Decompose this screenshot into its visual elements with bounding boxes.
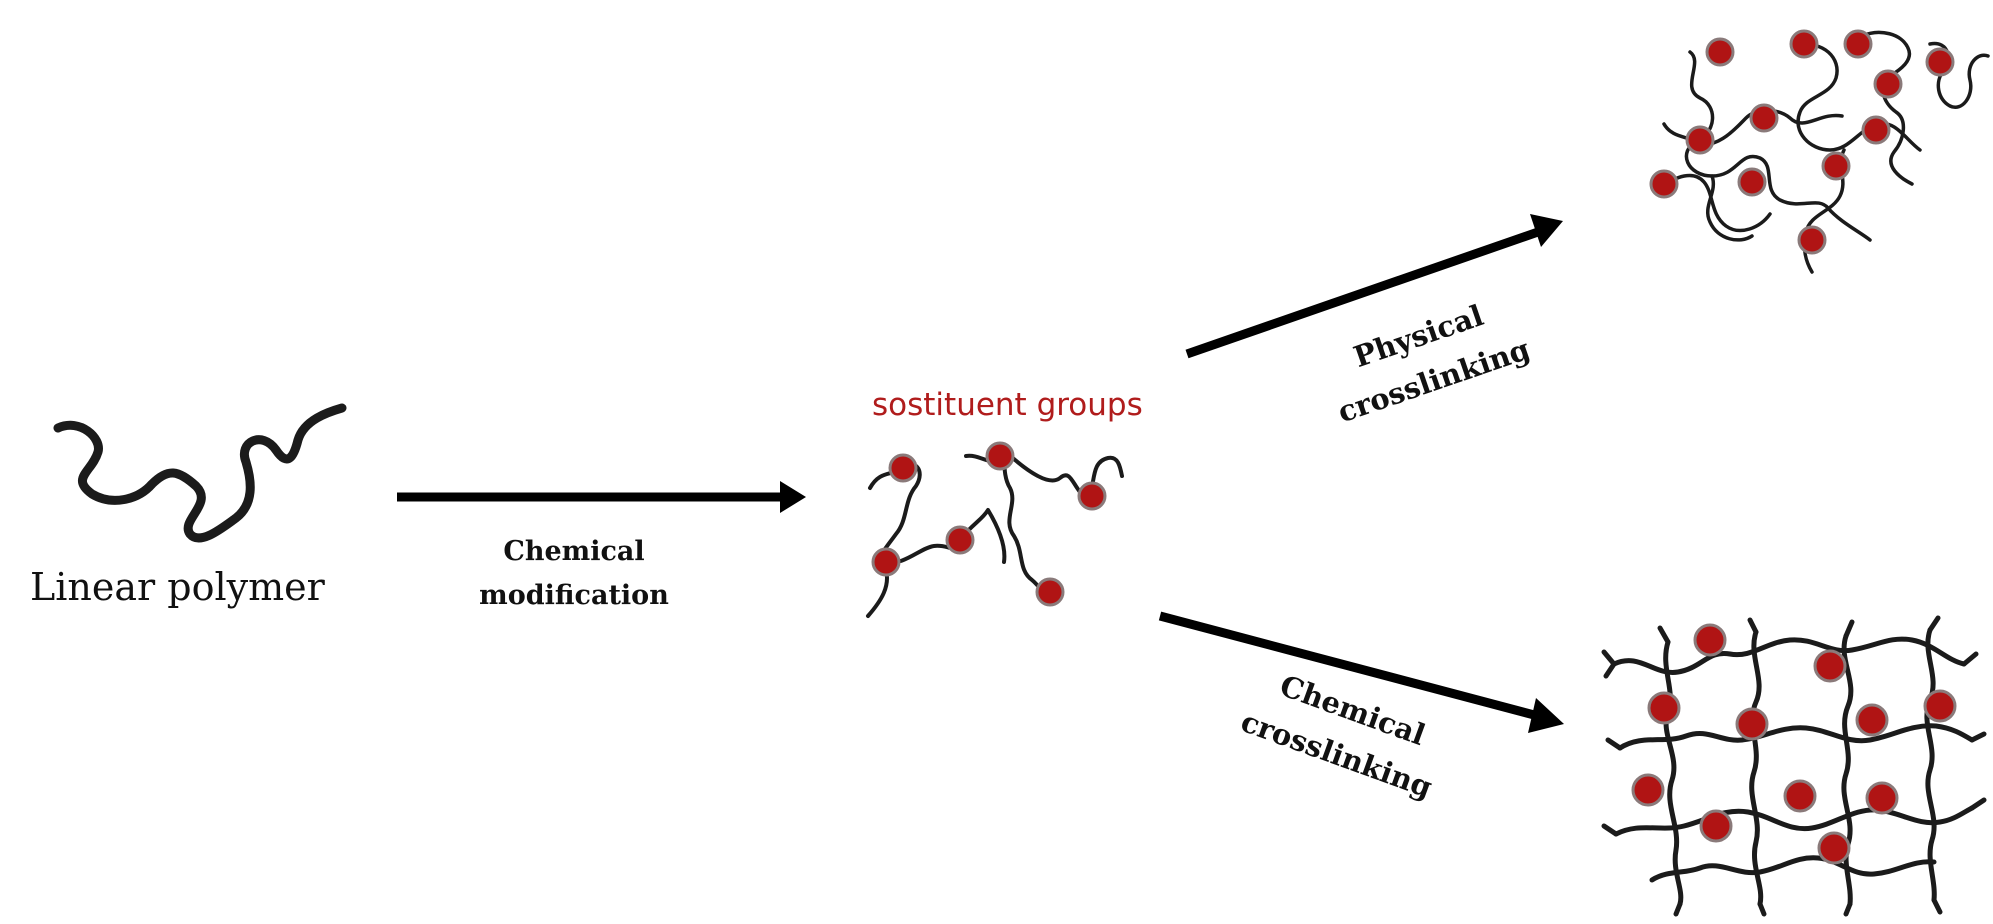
substituent-bead-22 [1647, 691, 1681, 725]
network-strand-2 [1617, 723, 1975, 751]
substituent-bead-4 [945, 525, 975, 555]
substituent-bead-24 [1855, 703, 1889, 737]
chemical-modification-label-line2: modification [479, 580, 669, 611]
substituent-bead-21 [1923, 689, 1957, 723]
physical-chain-5 [1658, 173, 1772, 233]
arrow-head-chemical [1528, 698, 1564, 733]
network-strand-4 [1649, 855, 1937, 883]
substituent-bead-25 [1631, 773, 1665, 807]
physical-chain-8 [1706, 174, 1754, 242]
physical-crosslinking-arrow: Physical crosslinking [1185, 214, 1563, 429]
substituent-bead-3 [1077, 481, 1107, 511]
substituent-beads [871, 29, 1957, 865]
substituent-bead-13 [1749, 103, 1779, 133]
substituent-bead-14 [1861, 115, 1891, 145]
substituent-bead-9 [1843, 29, 1873, 59]
substituent-bead-28 [1699, 809, 1733, 843]
substituent-bead-7 [1705, 37, 1735, 67]
arrow-head-modification [780, 481, 806, 513]
network-strand-3 [1613, 805, 1975, 837]
substituent-bead-20 [1813, 649, 1847, 683]
linear-polymer-label: Linear polymer [30, 565, 326, 609]
network-strand-5 [1663, 639, 1684, 907]
substituted-chain-5 [866, 568, 889, 618]
substituent-bead-16 [1737, 167, 1767, 197]
substituent-bead-17 [1821, 151, 1851, 181]
substituent-bead-15 [1649, 169, 1679, 199]
physical-chain-6 [1860, 30, 1914, 186]
substituent-bead-8 [1789, 29, 1819, 59]
linear-polymer-chain [53, 403, 347, 543]
substituted-chain-4 [958, 508, 1007, 564]
substituent-bead-26 [1783, 779, 1817, 813]
substituent-groups-label: sostituent groups [872, 387, 1143, 423]
network-strand-6 [1749, 629, 1764, 907]
arrow-head-physical [1530, 214, 1563, 247]
substituent-bead-11 [1925, 47, 1955, 77]
arrow-shaft-physical [1185, 227, 1540, 359]
chemical-modification-arrow: Chemical modification [397, 481, 806, 611]
physical-chain-1 [1684, 50, 1872, 242]
substituent-bead-12 [1685, 125, 1715, 155]
substituent-bead-27 [1865, 781, 1899, 815]
substituent-bead-5 [871, 547, 901, 577]
substituent-bead-19 [1693, 623, 1727, 657]
substituent-bead-23 [1735, 707, 1769, 741]
linear-polymer-figure: Linear polymer [30, 403, 347, 609]
substituent-bead-6 [1035, 577, 1065, 607]
substituent-bead-1 [888, 453, 918, 483]
chemical-modification-label-line1: Chemical [503, 536, 644, 567]
substituent-bead-10 [1873, 69, 1903, 99]
chemical-network-figure [1601, 615, 1987, 917]
substituent-bead-18 [1797, 225, 1827, 255]
arrow-shaft-chemical [1158, 611, 1540, 721]
chemical-crosslinking-arrow: Chemical crosslinking [1158, 611, 1564, 805]
network-strand-1 [1611, 636, 1967, 675]
network-end-branches [1601, 615, 1987, 917]
substituent-bead-2 [985, 441, 1015, 471]
substituent-bead-29 [1817, 831, 1851, 865]
network-strand-7 [1841, 633, 1854, 907]
network-strand-8 [1924, 627, 1937, 903]
